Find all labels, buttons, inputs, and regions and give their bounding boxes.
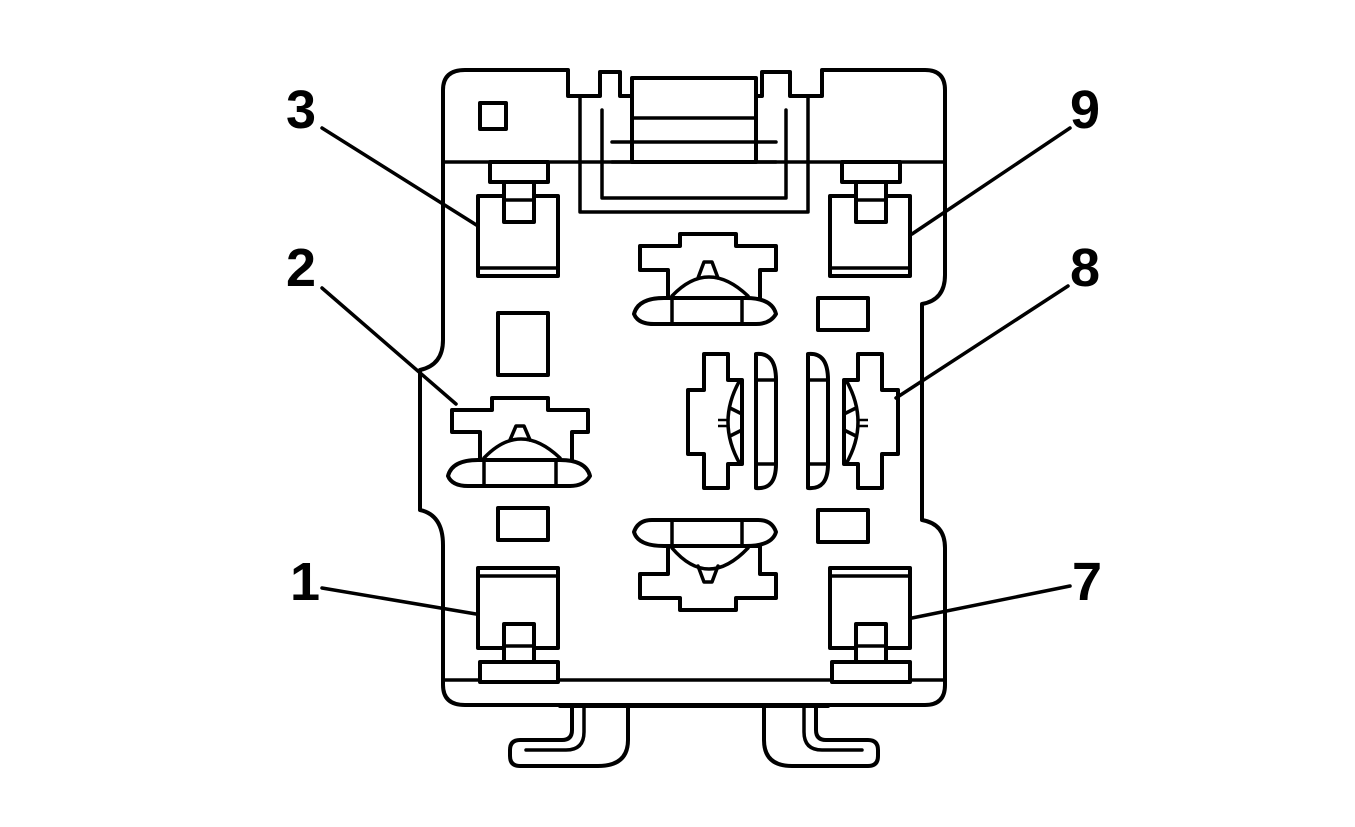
keying-rect-left-upper (496, 311, 550, 377)
terminal-cavity-1 (476, 566, 560, 684)
keying-rect-left-lower (496, 506, 550, 542)
top-slot-inner (600, 108, 788, 200)
leader-lines (320, 126, 1072, 620)
terminal-cavity-3 (476, 160, 560, 278)
terminal-cavity-8 (806, 351, 900, 491)
mounting-tab-right (762, 700, 880, 768)
keying-rect-right-lower (816, 508, 870, 544)
mounting-tab-left (508, 700, 630, 768)
pin-label-7: 7 (1072, 552, 1102, 612)
pin-label-2: 2 (286, 238, 316, 298)
top-slot (578, 94, 810, 214)
latch-block (630, 76, 758, 164)
pin-label-8: 8 (1070, 238, 1100, 298)
terminal-cavity-top-center (632, 232, 778, 326)
pin-label-9: 9 (1070, 80, 1100, 140)
top-left-square (478, 101, 508, 131)
terminal-cavity-9 (828, 160, 912, 278)
latch-ribs (610, 116, 778, 164)
terminal-cavity-bottom-center (632, 518, 778, 612)
pin-label-3: 3 (286, 80, 316, 140)
terminal-cavity-2 (446, 396, 592, 488)
pin-label-1: 1 (290, 552, 320, 612)
terminal-cavity-7 (828, 566, 912, 684)
keying-rect-right-upper (816, 296, 870, 332)
terminal-cavity-center-left (686, 351, 778, 491)
